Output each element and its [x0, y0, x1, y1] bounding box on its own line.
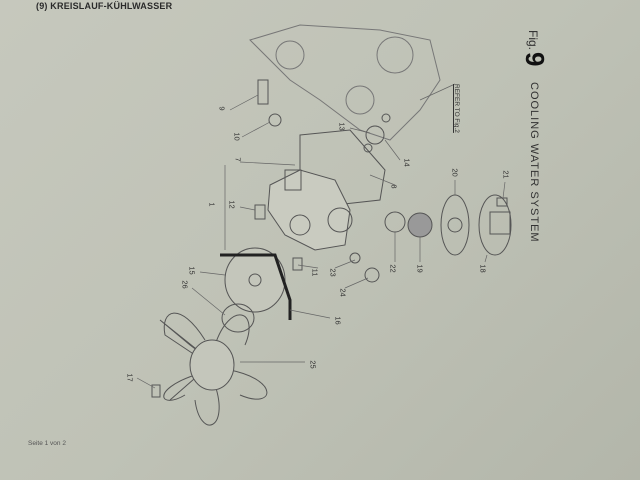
leader-lines: [136, 83, 506, 389]
figure-label: Fig.: [526, 30, 540, 51]
fan: [151, 312, 268, 426]
callout-23: 23: [328, 268, 338, 277]
thermostat-parts: [384, 194, 512, 256]
callout-15: 15: [187, 266, 197, 275]
engine-block-outline: [249, 24, 441, 141]
callout-7: 7: [233, 157, 243, 162]
water-pump: [267, 169, 353, 251]
callout-12: 12: [227, 200, 237, 209]
callout-9: 9: [217, 106, 227, 111]
callout-22: 22: [388, 264, 398, 273]
callout-17: 17: [125, 373, 135, 382]
callout-25: 25: [308, 360, 318, 369]
section-title: (9) KREISLAUF-KÜHLWASSER: [36, 1, 173, 11]
figure-title: COOLING WATER SYSTEM: [528, 82, 540, 243]
callout-13: 13: [337, 122, 347, 131]
sensor-and-seals: [254, 79, 391, 283]
callout-1: 1: [207, 202, 217, 207]
page-footer: Seite 1 von 2: [28, 440, 66, 447]
callout-14: 14: [402, 158, 412, 167]
refer-note: REFER TO Fig.2: [453, 84, 460, 133]
callout-10: 10: [232, 132, 242, 141]
callout-26: 26: [180, 280, 190, 289]
callout-16: 16: [333, 316, 343, 325]
callout-24: 24: [338, 288, 348, 297]
callout-11: 11: [310, 268, 320, 277]
callout-21: 21: [501, 170, 511, 179]
callout-18: 18: [478, 264, 488, 273]
callout-19: 19: [415, 264, 425, 273]
callout-20: 20: [450, 168, 460, 177]
figure-number: 9: [520, 52, 550, 67]
callout-8: 8: [389, 184, 399, 189]
